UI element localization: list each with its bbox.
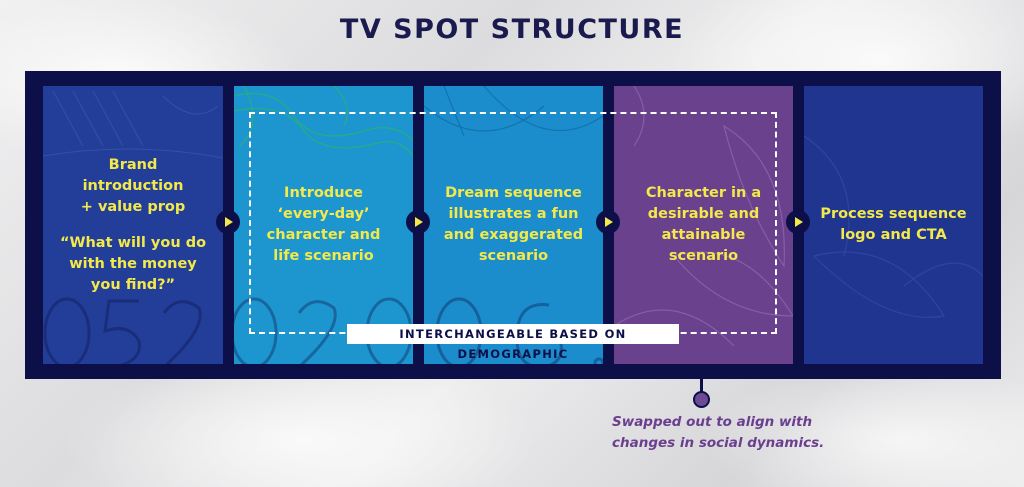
panel-dream-sequence: Dream sequence illustrates a fun and exa…: [424, 86, 603, 364]
panel-line: and exaggerated: [443, 227, 584, 243]
panel-line: Character in a: [645, 185, 762, 201]
callout-note: Swapped out to align with changes in soc…: [612, 412, 824, 454]
panel-text: Brand introduction + value prop “What wi…: [50, 155, 216, 296]
interchangeable-dashed-bracket: [249, 112, 777, 334]
flow-arrow-icon: [786, 210, 810, 234]
panel-brand-introduction: Brand introduction + value prop “What wi…: [43, 86, 223, 364]
panel-line: Brand: [108, 156, 158, 173]
panel-desirable-character: Character in a desirable and attainable …: [614, 86, 793, 364]
panel-text: Process sequence logo and CTA: [810, 204, 976, 246]
callout-line: changes in social dynamics.: [612, 435, 825, 451]
panel-line: Dream sequence: [445, 185, 582, 201]
panel-every-day-character: Introduce ‘every-day’ character and life…: [234, 86, 413, 364]
panel-process-sequence: Process sequence logo and CTA: [804, 86, 983, 364]
panel-line: desirable and: [647, 206, 760, 222]
panel-text: Introduce ‘every-day’ character and life…: [257, 183, 391, 267]
panel-line: scenario: [478, 248, 549, 264]
panel-line: scenario: [668, 248, 739, 264]
panel-line: illustrates a fun: [448, 206, 579, 222]
panel-line: Introduce: [284, 185, 363, 201]
leaf-engraving-texture: [804, 135, 983, 318]
panel-line: + value prop: [80, 198, 186, 215]
money-engraving-texture: [43, 90, 223, 159]
money-engraving-texture: [234, 86, 413, 157]
interchangeable-label: INTERCHANGEABLE BASED ON DEMOGRAPHIC: [347, 324, 679, 361]
callout-pin-icon: [693, 391, 710, 408]
panel-line: attainable: [661, 227, 746, 243]
panel-line: introduction: [82, 177, 184, 194]
panel-line: character and: [266, 227, 381, 243]
page-title: TV SPOT STRUCTURE: [339, 14, 685, 45]
panel-line: Process sequence: [820, 206, 967, 222]
callout-line: Swapped out to align with: [612, 414, 813, 430]
panel-quote-line: “What will you do: [59, 234, 207, 251]
callout-connector-line: [700, 366, 703, 394]
flow-arrow-icon: [596, 210, 620, 234]
money-engraving-texture: [424, 86, 603, 137]
panel-line: life scenario: [273, 248, 374, 264]
flow-arrow-icon: [406, 210, 430, 234]
flow-arrow-icon: [216, 210, 240, 234]
panel-text: Character in a desirable and attainable …: [636, 183, 771, 267]
panel-text: Dream sequence illustrates a fun and exa…: [434, 183, 593, 267]
panel-quote-line: with the money: [69, 255, 197, 272]
panel-line: ‘every-day’: [277, 206, 370, 222]
spot-structure-frame: Brand introduction + value prop “What wi…: [25, 71, 1001, 379]
panel-line: logo and CTA: [840, 227, 947, 243]
panel-quote-line: you find?”: [90, 276, 176, 293]
